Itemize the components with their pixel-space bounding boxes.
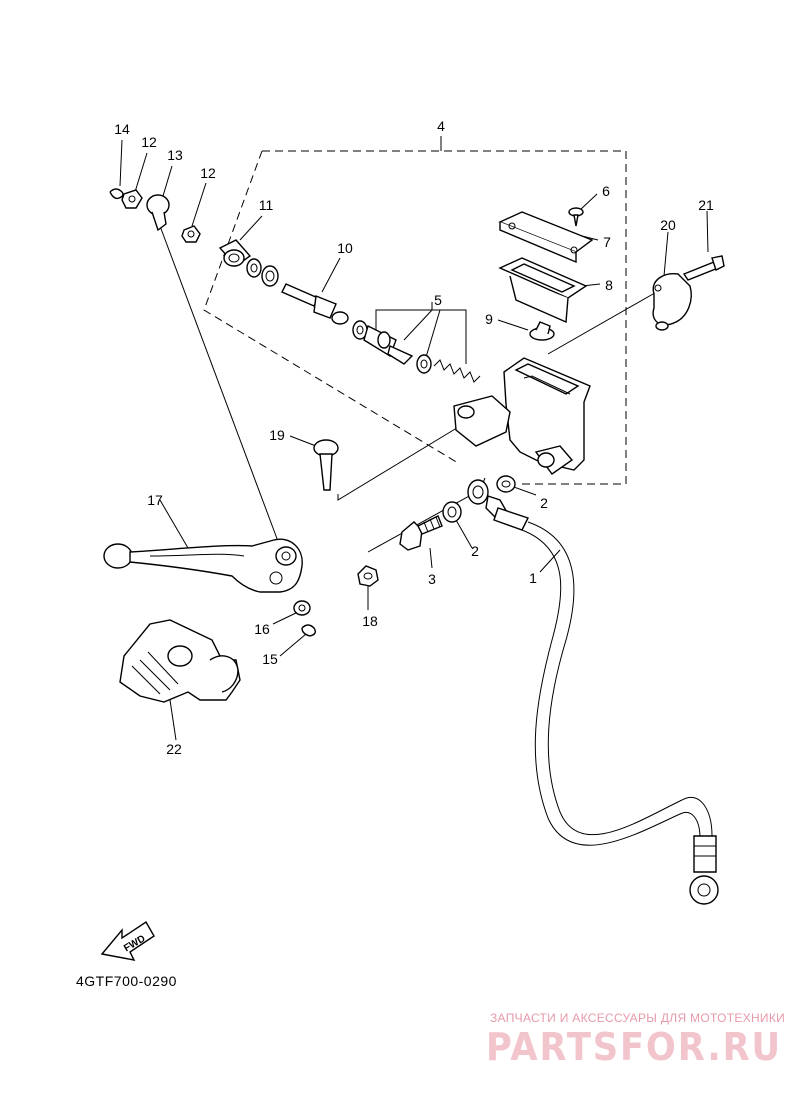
diagram-code: 4GTF700-0290 bbox=[76, 973, 177, 989]
lever-cover-22 bbox=[119, 619, 241, 703]
gasket-2-lower bbox=[442, 501, 462, 523]
callout-5: 5 bbox=[434, 292, 442, 308]
callout-1: 1 bbox=[529, 570, 537, 586]
callout-17: 17 bbox=[147, 492, 163, 508]
brake-hose-1 bbox=[467, 479, 719, 905]
clip-15 bbox=[301, 624, 317, 637]
callout-18: 18 bbox=[362, 613, 378, 629]
clip-14 bbox=[109, 188, 124, 200]
collar-16 bbox=[293, 600, 311, 616]
master-cylinder-body bbox=[453, 357, 591, 475]
callout-2b: 2 bbox=[471, 543, 479, 559]
nut-18 bbox=[357, 565, 379, 587]
assembly-boundary bbox=[203, 150, 627, 485]
diaphragm-8 bbox=[498, 257, 588, 324]
callout-10: 10 bbox=[337, 240, 353, 256]
callout-6: 6 bbox=[602, 183, 610, 199]
callout-7: 7 bbox=[603, 234, 611, 250]
watermark-site: PARTSFOR.RU bbox=[486, 1025, 782, 1069]
lever-17 bbox=[103, 538, 303, 593]
callout-labels: 4 14 12 13 12 11 10 5 6 7 8 9 20 21 19 2… bbox=[114, 118, 714, 757]
callout-20: 20 bbox=[660, 217, 676, 233]
callout-13: 13 bbox=[167, 147, 183, 163]
callout-15: 15 bbox=[262, 651, 278, 667]
nut-12-left bbox=[121, 189, 143, 209]
callout-14: 14 bbox=[114, 121, 130, 137]
pivot-bolt-13 bbox=[146, 194, 170, 232]
callout-8: 8 bbox=[605, 277, 613, 293]
watermark: ЗАПЧАСТИ И АКСЕССУАРЫ ДЛЯ МОТОТЕХНИКИ PA… bbox=[486, 1011, 785, 1069]
bolt-21 bbox=[682, 255, 725, 281]
screw-6 bbox=[568, 207, 584, 227]
callout-4: 4 bbox=[437, 118, 445, 134]
callout-12b: 12 bbox=[200, 165, 216, 181]
callout-22: 22 bbox=[166, 741, 182, 757]
callout-12a: 12 bbox=[141, 134, 157, 150]
callout-11: 11 bbox=[259, 197, 274, 213]
fwd-arrow-icon: FWD bbox=[100, 921, 155, 961]
callout-16: 16 bbox=[254, 621, 270, 637]
callout-19: 19 bbox=[269, 427, 285, 443]
leader-lines bbox=[119, 136, 709, 741]
ring-set bbox=[246, 258, 279, 287]
cap-7 bbox=[498, 211, 594, 264]
piston-kit-5 bbox=[352, 320, 432, 374]
union-bolt-3 bbox=[399, 515, 443, 551]
watermark-tagline: ЗАПЧАСТИ И АКСЕССУАРЫ ДЛЯ МОТОТЕХНИКИ bbox=[490, 1011, 785, 1025]
nut-12-right bbox=[181, 225, 201, 243]
gasket-2-upper bbox=[496, 475, 516, 493]
bolt-19 bbox=[313, 439, 339, 491]
callout-2a: 2 bbox=[540, 495, 548, 511]
boot-11 bbox=[218, 239, 252, 267]
float-9 bbox=[529, 321, 555, 341]
push-rod-10 bbox=[281, 283, 349, 325]
callout-21: 21 bbox=[698, 197, 714, 213]
callout-3: 3 bbox=[428, 571, 436, 587]
spring bbox=[433, 359, 481, 383]
clamp-20 bbox=[652, 273, 692, 331]
callout-9: 9 bbox=[485, 311, 493, 327]
